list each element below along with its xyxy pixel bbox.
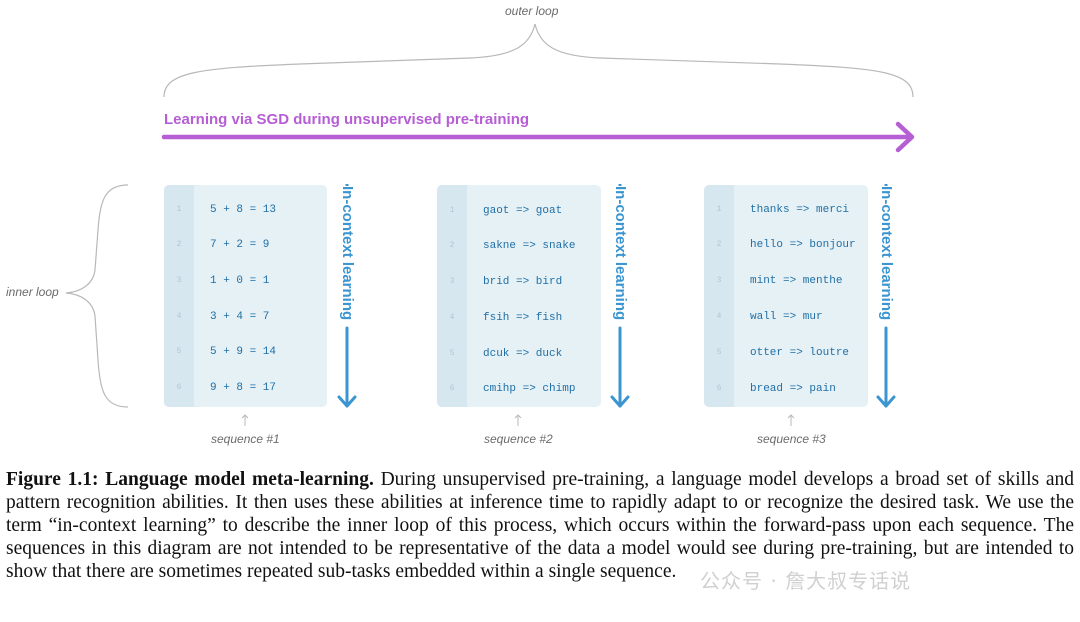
outer-arrow-head [895, 121, 915, 153]
code-line: 3 1 + 0 = 1 [164, 272, 327, 290]
line-number: 3 [449, 277, 455, 286]
line-number: 3 [716, 276, 722, 285]
code-line: 1 5 + 8 = 13 [164, 201, 327, 219]
icl-arrow-2 [610, 326, 630, 408]
code-line: 3 mint => menthe [704, 272, 868, 290]
line-number: 6 [716, 384, 722, 393]
line-number: 4 [449, 313, 455, 322]
line-text: otter => loutre [750, 347, 850, 359]
line-text: 3 + 4 = 7 [210, 311, 270, 323]
icl-label-3: In-context learning [878, 186, 895, 321]
sequence-label-3: sequence #3 [757, 432, 826, 446]
code-line: 5 dcuk => duck [437, 345, 601, 363]
line-text: 5 + 9 = 14 [210, 346, 277, 358]
code-line: 2 7 + 2 = 9 [164, 236, 327, 254]
caption-text: During unsupervised pre-training, a lang… [6, 469, 1074, 582]
icl-arrow-1 [337, 326, 357, 408]
line-text: 5 + 8 = 13 [210, 204, 277, 216]
line-number: 1 [449, 206, 455, 215]
code-line: 6 9 + 8 = 17 [164, 379, 327, 397]
icl-arrow-3 [876, 326, 896, 408]
icl-label-1: In-context learning [339, 186, 356, 321]
sequence-box-1: 1 5 + 8 = 13 2 7 + 2 = 9 3 1 + 0 = 1 4 3 + 4… [164, 185, 327, 407]
inner-loop-label: inner loop [6, 285, 59, 299]
outer-arrow-title: Learning via SGD during unsupervised pre… [164, 111, 530, 128]
sequence-box-2: 1 gaot => goat 2 sakne => snake 3 brid => b… [437, 185, 601, 407]
line-text: 7 + 2 = 9 [210, 239, 270, 251]
code-line: 1 thanks => merci [704, 201, 868, 219]
line-text: 9 + 8 = 17 [210, 382, 277, 394]
code-line: 6 bread => pain [704, 380, 868, 398]
arrow-up-icon [787, 414, 795, 426]
line-text: gaot => goat [483, 205, 563, 217]
line-number: 3 [176, 276, 182, 285]
line-number: 1 [716, 205, 722, 214]
line-text: wall => mur [750, 311, 823, 323]
line-text: bread => pain [750, 383, 836, 395]
outer-loop-label: outer loop [505, 4, 559, 18]
code-line: 1 gaot => goat [437, 202, 601, 220]
code-line: 5 5 + 9 = 14 [164, 343, 327, 361]
line-number: 4 [176, 312, 182, 321]
line-text: sakne => snake [483, 240, 576, 252]
line-number-gutter [704, 185, 734, 407]
line-text: fsih => fish [483, 312, 563, 324]
line-number: 5 [176, 347, 182, 356]
watermark: 公众号 · 詹大叔专话说 [700, 569, 912, 593]
line-number: 2 [176, 240, 182, 249]
line-text: 1 + 0 = 1 [210, 275, 270, 287]
line-number: 2 [449, 241, 455, 250]
arrow-up-icon [514, 414, 522, 426]
inner-loop-brace [65, 184, 129, 408]
code-line: 5 otter => loutre [704, 344, 868, 362]
line-text: thanks => merci [750, 204, 850, 216]
code-line: 6 cmihp => chimp [437, 380, 601, 398]
line-text: cmihp => chimp [483, 383, 576, 395]
caption-title: Figure 1.1: Language model meta-learning… [6, 469, 374, 490]
line-text: mint => menthe [750, 275, 843, 287]
line-text: dcuk => duck [483, 348, 563, 360]
line-number-gutter [164, 185, 194, 407]
line-text: hello => bonjour [750, 239, 856, 251]
line-number-gutter [437, 185, 467, 407]
line-number: 1 [176, 205, 182, 214]
sequence-label-2: sequence #2 [484, 432, 553, 446]
code-line: 4 wall => mur [704, 308, 868, 326]
line-number: 2 [716, 240, 722, 249]
figure-caption: Figure 1.1: Language model meta-learning… [6, 468, 1074, 583]
code-line: 3 brid => bird [437, 273, 601, 291]
code-line: 2 sakne => snake [437, 237, 601, 255]
line-number: 6 [176, 383, 182, 392]
line-number: 4 [716, 312, 722, 321]
sequence-box-3: 1 thanks => merci 2 hello => bonjour 3 mint… [704, 185, 868, 407]
sequence-label-1: sequence #1 [211, 432, 280, 446]
code-line: 4 3 + 4 = 7 [164, 308, 327, 326]
code-line: 2 hello => bonjour [704, 236, 868, 254]
line-number: 6 [449, 384, 455, 393]
line-text: brid => bird [483, 276, 563, 288]
outer-loop-brace [163, 23, 914, 98]
arrow-up-icon [241, 414, 249, 426]
code-line: 4 fsih => fish [437, 309, 601, 327]
icl-label-2: In-context learning [612, 186, 629, 321]
line-number: 5 [716, 348, 722, 357]
line-number: 5 [449, 349, 455, 358]
